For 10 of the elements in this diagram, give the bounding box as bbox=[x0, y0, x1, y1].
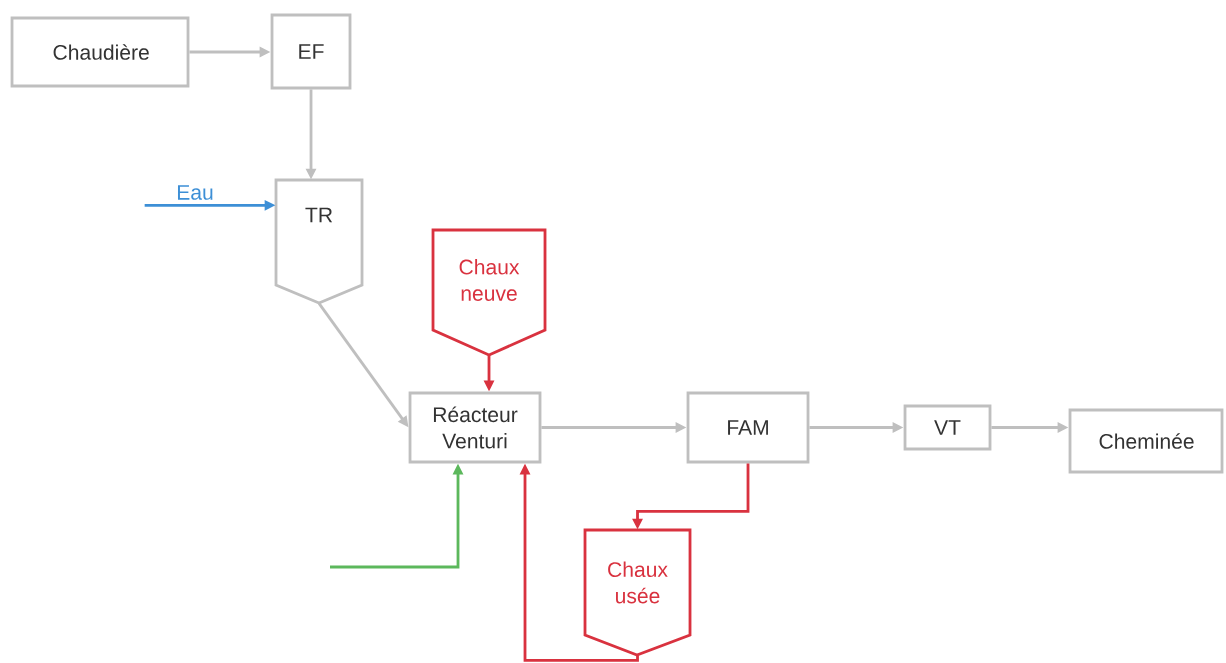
process-box: Cheminée bbox=[1068, 408, 1224, 474]
hopper-box: Chaux usée bbox=[583, 528, 692, 657]
process-box: VT bbox=[903, 404, 992, 451]
process-box: FAM bbox=[686, 391, 810, 464]
input-label: Eau bbox=[178, 185, 213, 200]
hopper-box: Chaux neuve bbox=[431, 228, 547, 357]
process-box: Chaudière bbox=[10, 16, 190, 88]
process-box: EF bbox=[270, 13, 352, 90]
process-box: Réacteur Venturi bbox=[408, 391, 542, 464]
hopper-box: TR bbox=[274, 178, 364, 305]
